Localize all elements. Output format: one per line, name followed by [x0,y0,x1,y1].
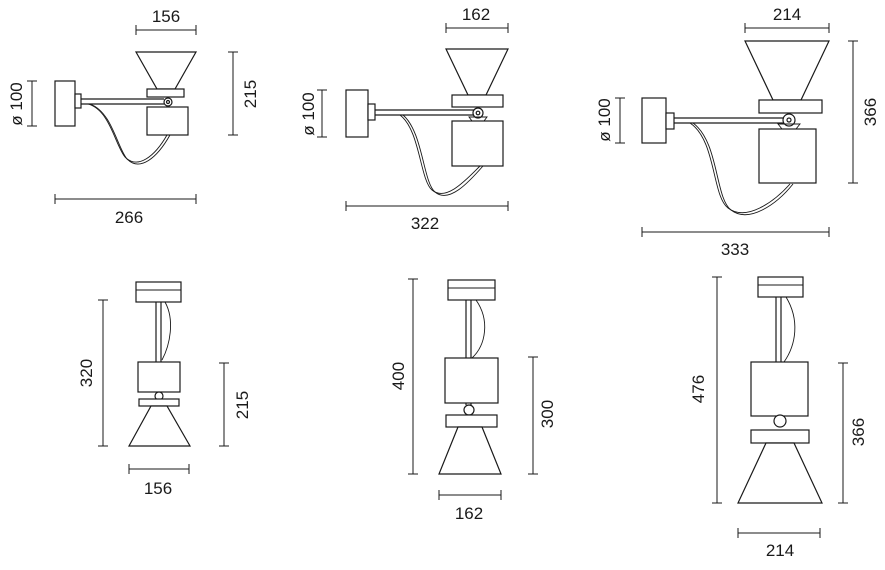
wall-lamp-1-top-width: 156 [152,7,180,26]
wall-lamp-small: 156 215 ø 100 266 [7,7,260,227]
wall-lamp-1-base-diameter: ø 100 [7,82,26,125]
wall-lamp-3-height: 366 [861,98,880,126]
wall-lamp-large: 214 366 ø 100 333 [595,5,880,259]
wall-lamp-medium: 162 ø 100 322 [299,5,509,233]
pendant-3-body-height: 366 [849,418,868,446]
pendant-lamp-large: 476 366 214 [689,276,868,560]
wall-lamp-2-projection: 322 [411,214,439,233]
wall-lamp-3-base-diameter: ø 100 [595,98,614,141]
wall-lamp-3-top-width: 214 [773,5,801,24]
pendant-2-body-height: 300 [538,400,557,428]
wall-lamp-3-projection: 333 [721,240,749,259]
pendant-lamp-small: 320 215 156 [77,281,252,498]
pendant-1-body-height: 215 [233,391,252,419]
pendant-2-overall-height: 400 [389,362,408,390]
pendant-1-width: 156 [144,479,172,498]
pendant-1-overall-height: 320 [77,359,96,387]
pendant-2-width: 162 [455,504,483,523]
pendant-3-overall-height: 476 [689,375,708,403]
wall-lamp-2-base-diameter: ø 100 [299,92,318,135]
wall-lamp-1-height: 215 [241,80,260,108]
wall-lamp-2-top-width: 162 [462,5,490,24]
wall-lamp-1-projection: 266 [115,208,143,227]
pendant-3-width: 214 [766,541,794,560]
pendant-lamp-medium: 400 300 162 [389,278,557,523]
